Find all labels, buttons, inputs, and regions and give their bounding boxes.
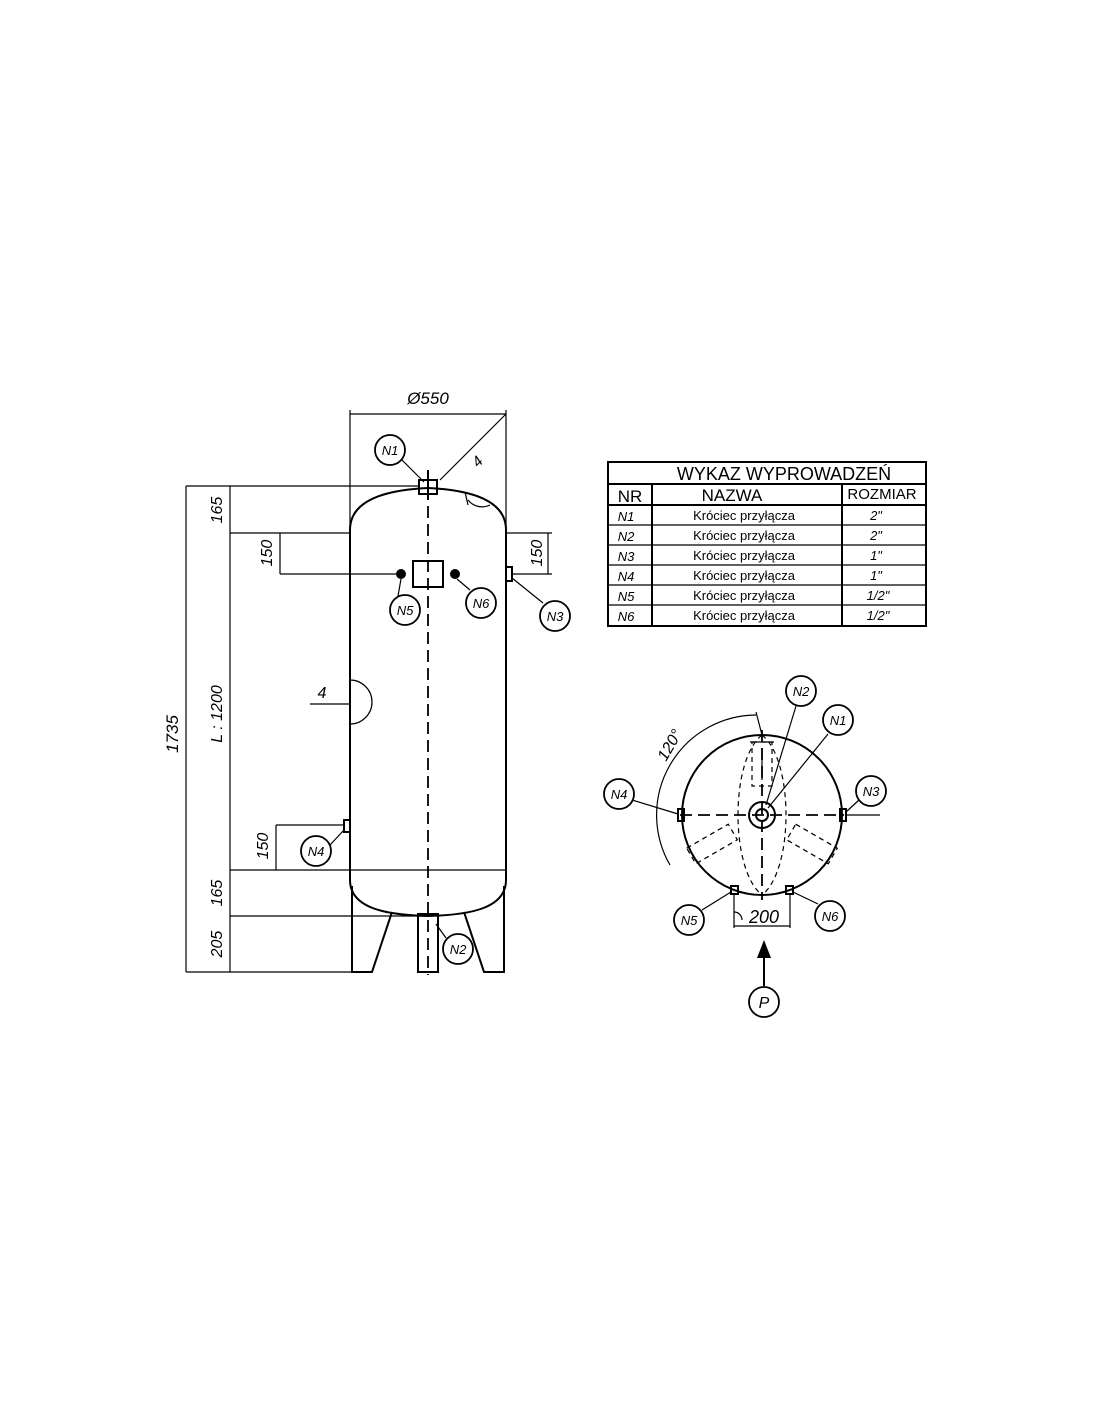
svg-text:N3: N3: [547, 609, 564, 624]
svg-text:N1: N1: [382, 443, 399, 458]
nozzle-n4: [343, 819, 351, 833]
svg-text:N3: N3: [618, 549, 635, 564]
svg-text:Króciec przyłącza: Króciec przyłącza: [693, 608, 796, 623]
nozzle-n2-pipe: [417, 913, 439, 973]
svg-text:N2: N2: [618, 529, 635, 544]
svg-text:N5: N5: [397, 603, 414, 618]
svg-text:N6: N6: [618, 609, 635, 624]
plan-callouts: N2 N1 N4 N3 N5 N6: [603, 675, 887, 936]
callout-n2: [442, 933, 474, 965]
nozzle-n3: [505, 566, 513, 582]
dim-offset-right: 150: [529, 540, 546, 567]
plan-callout-n2: [785, 675, 817, 707]
plan-callout-n6: [814, 900, 846, 932]
plan-callout-n1: [822, 704, 854, 736]
svg-text:N4: N4: [308, 844, 325, 859]
callout-n5: [389, 594, 421, 626]
nozzle-n6: [450, 569, 460, 579]
svg-text:N2: N2: [450, 942, 467, 957]
side-callouts: N1 N5 N6 N3 N4 N2: [300, 434, 571, 965]
table-row: N2 Króciec przyłącza 2": [618, 528, 884, 544]
svg-text:1": 1": [870, 548, 883, 563]
svg-text:Króciec przyłącza: Króciec przyłącza: [693, 588, 796, 603]
callout-view-p: [748, 986, 780, 1018]
leg-right: [463, 886, 505, 973]
svg-text:2": 2": [869, 528, 883, 543]
svg-text:N1: N1: [618, 509, 635, 524]
nozzle-n5: [396, 569, 406, 579]
leg-left: [351, 886, 393, 973]
svg-text:Króciec przyłącza: Króciec przyłącza: [693, 568, 796, 583]
nozzle-table: WYKAZ WYPROWADZEŃ NR NAZWA ROZMIAR N1 Kr…: [607, 461, 927, 627]
dim-weld-side: 4: [318, 685, 327, 702]
dim-weld-top: 4: [469, 453, 487, 471]
plan-view: 120° 200 P: [655, 711, 847, 1018]
svg-text:N4: N4: [618, 569, 635, 584]
manhole: [412, 560, 444, 588]
dim-offset-left: 150: [259, 540, 276, 567]
table-header-size: ROZMIAR: [847, 486, 916, 503]
callout-n3: [539, 600, 571, 632]
svg-text:N4: N4: [611, 787, 628, 802]
callout-n6: [465, 587, 497, 619]
callout-n1: [374, 434, 406, 466]
svg-text:Króciec przyłącza: Króciec przyłącza: [693, 548, 796, 563]
svg-text:N6: N6: [473, 596, 490, 611]
svg-text:1/2": 1/2": [867, 588, 891, 603]
plan-callout-n4: [603, 778, 635, 810]
dim-length: L : 1200: [209, 685, 226, 743]
svg-text:1": 1": [870, 568, 883, 583]
svg-text:N3: N3: [863, 784, 880, 799]
dim-offset-bottom: 150: [255, 833, 272, 860]
svg-text:Króciec przyłącza: Króciec przyłącza: [693, 508, 796, 523]
svg-text:N2: N2: [793, 684, 810, 699]
svg-text:1/2": 1/2": [867, 608, 891, 623]
table-row: N4 Króciec przyłącza 1": [618, 568, 884, 584]
svg-text:Króciec przyłącza: Króciec przyłącza: [693, 528, 796, 543]
table-title: WYKAZ WYPROWADZEŃ: [677, 464, 891, 484]
dim-top-head: 165: [209, 497, 226, 524]
svg-text:N6: N6: [822, 909, 839, 924]
plan-nozzle-n4: [677, 808, 685, 822]
table-row: N3 Króciec przyłącza 1": [618, 548, 884, 564]
svg-text:N5: N5: [681, 913, 698, 928]
svg-text:2": 2": [869, 508, 883, 523]
view-arrow-icon: [757, 940, 771, 958]
callout-n4: [300, 835, 332, 867]
side-dimensions: Ø550 4 1735 165 L : 1200 165 205 150 150…: [163, 389, 552, 973]
plan-nozzle-n1: [748, 801, 776, 829]
dim-bottom-head: 165: [209, 880, 226, 907]
svg-text:N5: N5: [618, 589, 635, 604]
dim-angle: 120°: [655, 726, 687, 764]
dim-base-width: 200: [748, 907, 779, 927]
plan-callout-n3: [855, 775, 887, 807]
table-row: N5 Króciec przyłącza 1/2": [618, 588, 891, 604]
table-header-nr: NR: [618, 487, 643, 506]
plan-callout-n5: [673, 904, 705, 936]
svg-text:N1: N1: [830, 713, 847, 728]
dim-legs: 205: [209, 931, 226, 959]
table-header-name: NAZWA: [702, 486, 763, 505]
dim-diameter: Ø550: [406, 389, 449, 408]
table-row: N6 Króciec przyłącza 1/2": [618, 608, 891, 624]
dim-total-height: 1735: [163, 715, 182, 753]
table-row: N1 Króciec przyłącza 2": [618, 508, 884, 524]
svg-text:P: P: [759, 995, 770, 1012]
table-frame: [607, 461, 927, 627]
